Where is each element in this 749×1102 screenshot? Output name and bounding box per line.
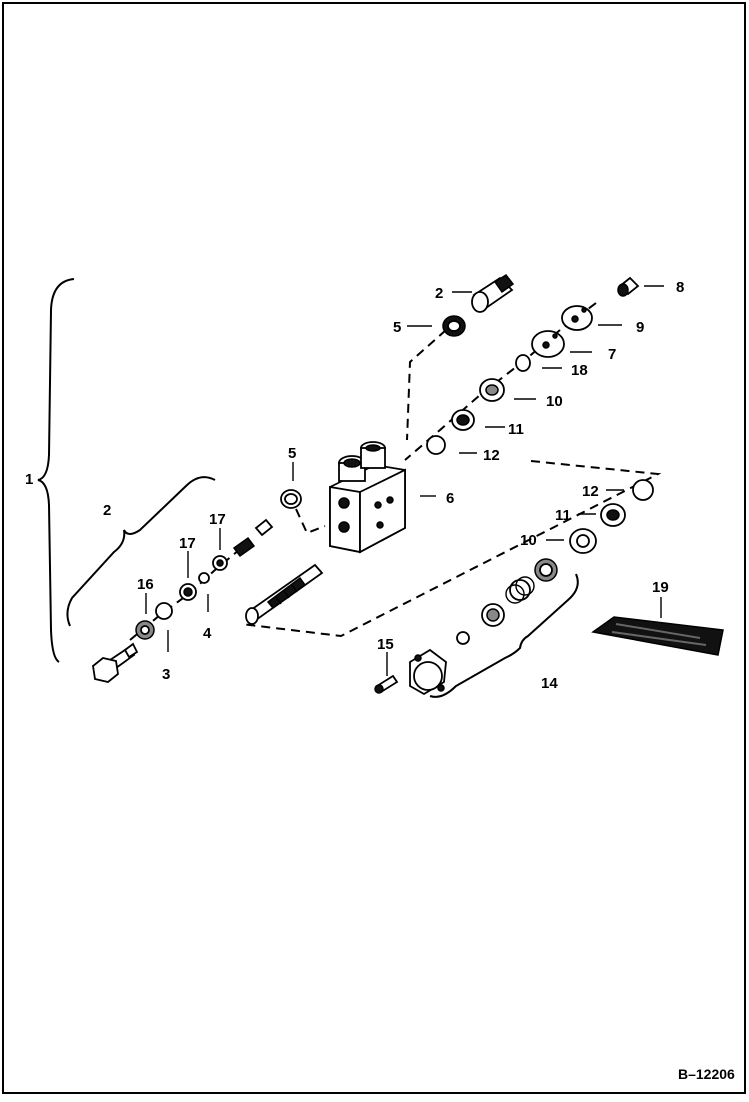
o-ring-part-12-top: [426, 435, 446, 455]
fitting-part-2: [471, 274, 515, 313]
figure-id: B–12206: [678, 1066, 735, 1082]
dashed-connector-top: [406, 329, 447, 441]
callout-1: 1: [25, 471, 33, 488]
plug-part-8: [617, 276, 640, 297]
callout-17-lower: 17: [179, 535, 196, 552]
callout-8: 8: [676, 279, 684, 296]
o-ring-part-12-right: [632, 479, 654, 501]
o-ring-part-3: [155, 602, 173, 620]
callout-17-upper: 17: [209, 511, 226, 528]
hex-bolt: [92, 642, 139, 683]
spring: [505, 576, 535, 604]
callout-6: 6: [446, 490, 454, 507]
plug-part-17-upper: [232, 518, 274, 558]
callout-10-top: 10: [546, 393, 563, 410]
leader-lines: [145, 285, 664, 676]
callout-19: 19: [652, 579, 669, 596]
brace-assembly-2: [66, 476, 216, 627]
callout-2-left: 2: [103, 502, 111, 519]
callout-9: 9: [636, 319, 644, 336]
callout-11-top: 11: [508, 421, 524, 438]
callout-14: 14: [541, 675, 558, 692]
callout-2-top: 2: [435, 285, 443, 302]
callout-18: 18: [571, 362, 588, 379]
o-ring-part-4: [198, 572, 210, 584]
callout-5-top: 5: [393, 319, 401, 336]
spool: [245, 563, 324, 625]
callout-10-right: 10: [520, 532, 537, 549]
callout-4: 4: [203, 625, 212, 642]
o-ring-part-18: [515, 354, 531, 372]
callout-7: 7: [608, 346, 616, 363]
brace-assembly-14: [429, 573, 579, 698]
decal-part-19: [591, 616, 724, 656]
valve-body: [329, 441, 406, 554]
callout-12-top: 12: [483, 447, 500, 464]
callout-12-right: 12: [582, 483, 599, 500]
screw-part-15: [374, 674, 399, 694]
callout-3: 3: [162, 666, 170, 683]
spacer: [456, 631, 470, 645]
dashed-kit-outline: [240, 460, 662, 638]
brace-assembly-1: [37, 278, 75, 663]
callout-16: 16: [137, 576, 154, 593]
end-cap: [409, 648, 447, 696]
dashed-connector-left: [295, 508, 326, 535]
callout-5-left: 5: [288, 445, 296, 462]
callout-11-right: 11: [555, 507, 571, 524]
callout-labels: 1 2 2 5 8 9 7 18 10 11 12 6 5 17 17 16 4…: [25, 279, 684, 692]
callout-15: 15: [377, 636, 394, 653]
